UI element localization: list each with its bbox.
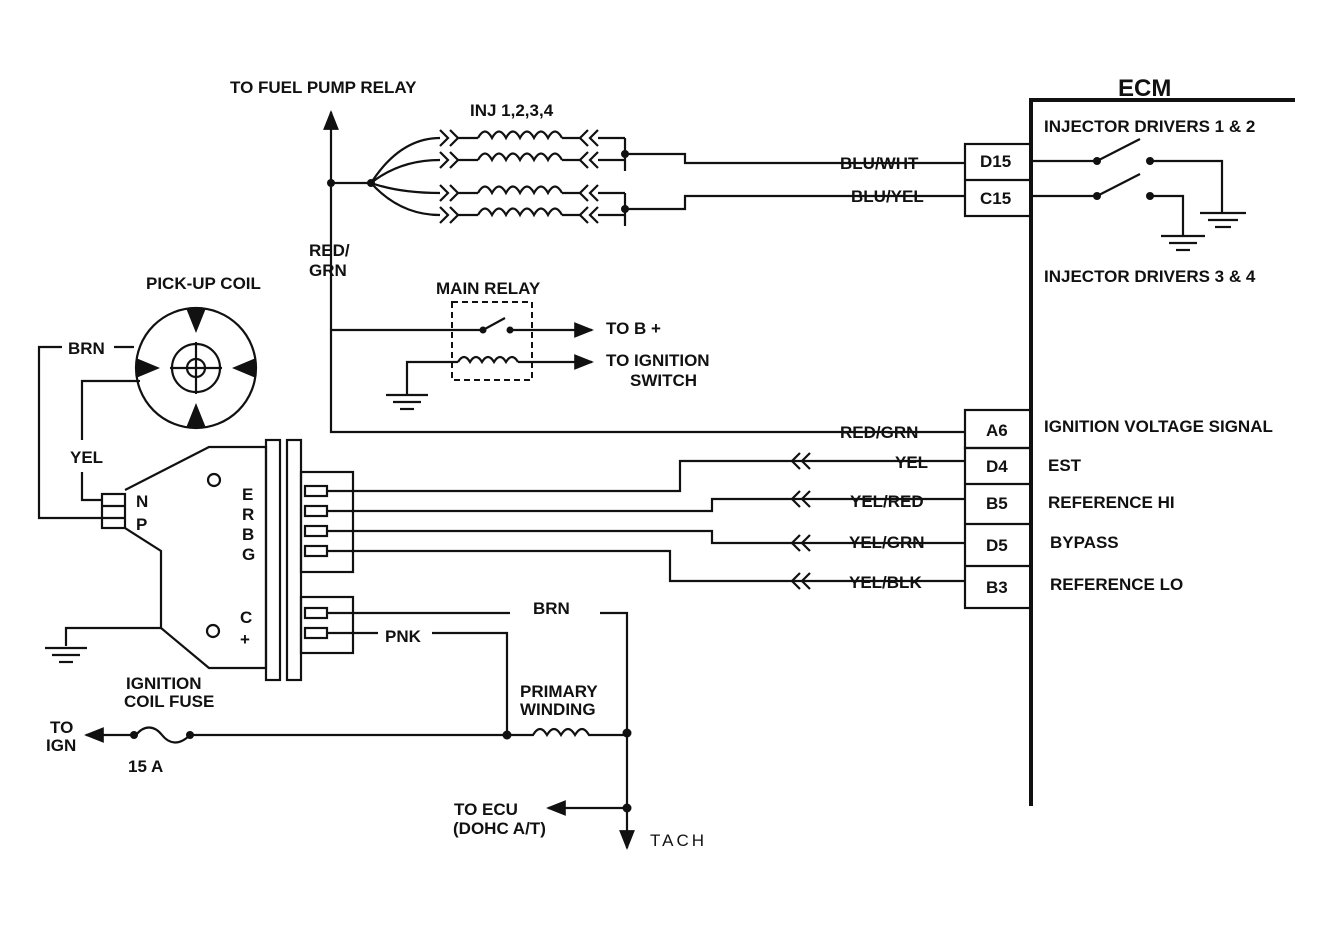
injector-driver-switches <box>1031 138 1246 252</box>
c-plus-plug <box>299 595 355 655</box>
injector-coil-1 <box>477 130 563 141</box>
erbg-plug <box>299 470 355 574</box>
injectors-label: INJ 1,2,3,4 <box>470 101 554 120</box>
ignition-coil-fuse-label-1: IGNITION <box>126 674 202 693</box>
pin-box-d4-b3 <box>963 446 1033 610</box>
module-connector-left <box>264 438 282 682</box>
injector-coil-2 <box>477 152 563 163</box>
ecm-title: ECM <box>1118 75 1171 102</box>
injector-feed-1 <box>370 136 441 184</box>
to-ign-label-1: TO <box>50 718 73 737</box>
injector-drivers-34-label: INJECTOR DRIVERS 3 & 4 <box>1044 267 1256 286</box>
blu-wht-wire <box>625 152 965 165</box>
brn-pickup-label: BRN <box>68 339 105 358</box>
est-wire <box>327 459 965 493</box>
ecm-block: ECM INJECTOR DRIVERS 1 & 2 INJECTOR DRIV… <box>963 75 1295 806</box>
injector-feed-4 <box>370 182 441 217</box>
pnk-wire <box>327 631 509 733</box>
to-ecu-label-2: (DOHC A/T) <box>453 819 546 838</box>
to-ign-label-2: IGN <box>46 736 76 755</box>
module-connector-right <box>285 438 303 682</box>
reference-hi-label: REFERENCE HI <box>1048 493 1175 512</box>
yel-pickup-wire <box>80 379 140 502</box>
pin-a6: A6 <box>986 421 1008 440</box>
fuse-rating-label: 15 A <box>128 757 163 776</box>
signal-wires: YEL YEL/RED YEL/GRN YEL/BLK <box>327 452 965 592</box>
signal-chevron-3 <box>790 534 811 552</box>
tach-label: TACH <box>650 831 707 850</box>
ecm-boundary <box>1029 98 1295 806</box>
fuse-15a <box>135 726 191 744</box>
injector-coil-3 <box>477 185 563 196</box>
pickup-coil: PICK-UP COIL BRN YEL <box>37 274 261 520</box>
pin-b3: B3 <box>986 578 1008 597</box>
pin-d15: D15 <box>980 152 1011 171</box>
main-relay-coil <box>457 355 519 365</box>
fuel-pump-relay-label: TO FUEL PUMP RELAY <box>230 78 417 97</box>
terminal-n: N <box>136 492 148 511</box>
terminal-g: G <box>242 545 255 564</box>
ignition-voltage-signal-label: IGNITION VOLTAGE SIGNAL <box>1044 417 1273 436</box>
signal-chevron-4 <box>790 572 811 590</box>
reference-lo-label: REFERENCE LO <box>1050 575 1183 594</box>
yel-red-label: YEL/RED <box>850 492 924 511</box>
reference-hi-wire <box>327 497 965 513</box>
to-ignition-label-2: SWITCH <box>630 371 697 390</box>
main-relay-label: MAIN RELAY <box>436 279 541 298</box>
yel-grn-label: YEL/GRN <box>849 533 925 552</box>
pin-d4: D4 <box>986 457 1008 476</box>
yel-pickup-label: YEL <box>70 448 103 467</box>
red-grn-wire <box>329 418 965 434</box>
brn-pickup-wire <box>37 345 134 520</box>
signal-chevron-1 <box>790 452 811 470</box>
red-grn-vertical-label-1: RED/ <box>309 241 350 260</box>
pin-c15: C15 <box>980 189 1011 208</box>
pickup-coil-label: PICK-UP COIL <box>146 274 261 293</box>
injector-feed-3 <box>370 181 441 195</box>
terminal-b: B <box>242 525 254 544</box>
pin-b5: B5 <box>986 494 1008 513</box>
terminal-plus: + <box>240 630 250 649</box>
injector-section: TO FUEL PUMP RELAY INJ 1,2,3,4 BLU/WHT B… <box>230 78 965 418</box>
blu-yel-label: BLU/YEL <box>851 187 924 206</box>
to-ecu-label-1: TO ECU <box>454 800 518 819</box>
pin-d5: D5 <box>986 536 1008 555</box>
yel-est-label: YEL <box>895 453 928 472</box>
blu-wht-label: BLU/WHT <box>840 154 919 173</box>
primary-winding-label-1: PRIMARY <box>520 682 598 701</box>
ignition-coil-fuse-label-2: COIL FUSE <box>124 692 214 711</box>
connector-chevrons <box>790 452 811 590</box>
terminal-r: R <box>242 505 254 524</box>
injector-feed-2 <box>370 158 441 184</box>
main-relay-box <box>451 301 533 381</box>
module-ground-wire <box>64 626 161 646</box>
reference-lo-wire <box>327 549 965 583</box>
blu-yel-wire <box>625 194 965 211</box>
to-b-plus-label: TO B + <box>606 319 661 338</box>
main-relay-section: RED/ GRN MAIN RELAY TO B + TO IGNITION S… <box>309 241 965 442</box>
bypass-label: BYPASS <box>1050 533 1119 552</box>
injector-coil-4 <box>477 207 563 218</box>
to-ignition-label-1: TO IGNITION <box>606 351 710 370</box>
red-grn-vertical-label-2: GRN <box>309 261 347 280</box>
brn-coil-wire-b <box>600 611 629 733</box>
module-body <box>124 445 268 670</box>
injector-drivers-12-label: INJECTOR DRIVERS 1 & 2 <box>1044 117 1255 136</box>
terminal-e: E <box>242 485 253 504</box>
injector-coils <box>370 129 625 224</box>
pnk-label: PNK <box>385 627 422 646</box>
red-grn-label: RED/GRN <box>840 423 918 442</box>
terminal-p: P <box>136 515 147 534</box>
brn-coil-label: BRN <box>533 599 570 618</box>
primary-winding-label-2: WINDING <box>520 700 596 719</box>
terminal-c: C <box>240 608 252 627</box>
coil-circuit: BRN PNK PRIMARY WINDING IGNITION COIL FU… <box>46 599 707 850</box>
yel-blk-label: YEL/BLK <box>849 573 922 592</box>
signal-chevron-2 <box>790 490 811 508</box>
primary-winding-coil <box>507 727 627 738</box>
ignition-module: N P E R B G C + <box>45 438 355 682</box>
bypass-wire <box>327 529 965 545</box>
est-label: EST <box>1048 456 1082 475</box>
